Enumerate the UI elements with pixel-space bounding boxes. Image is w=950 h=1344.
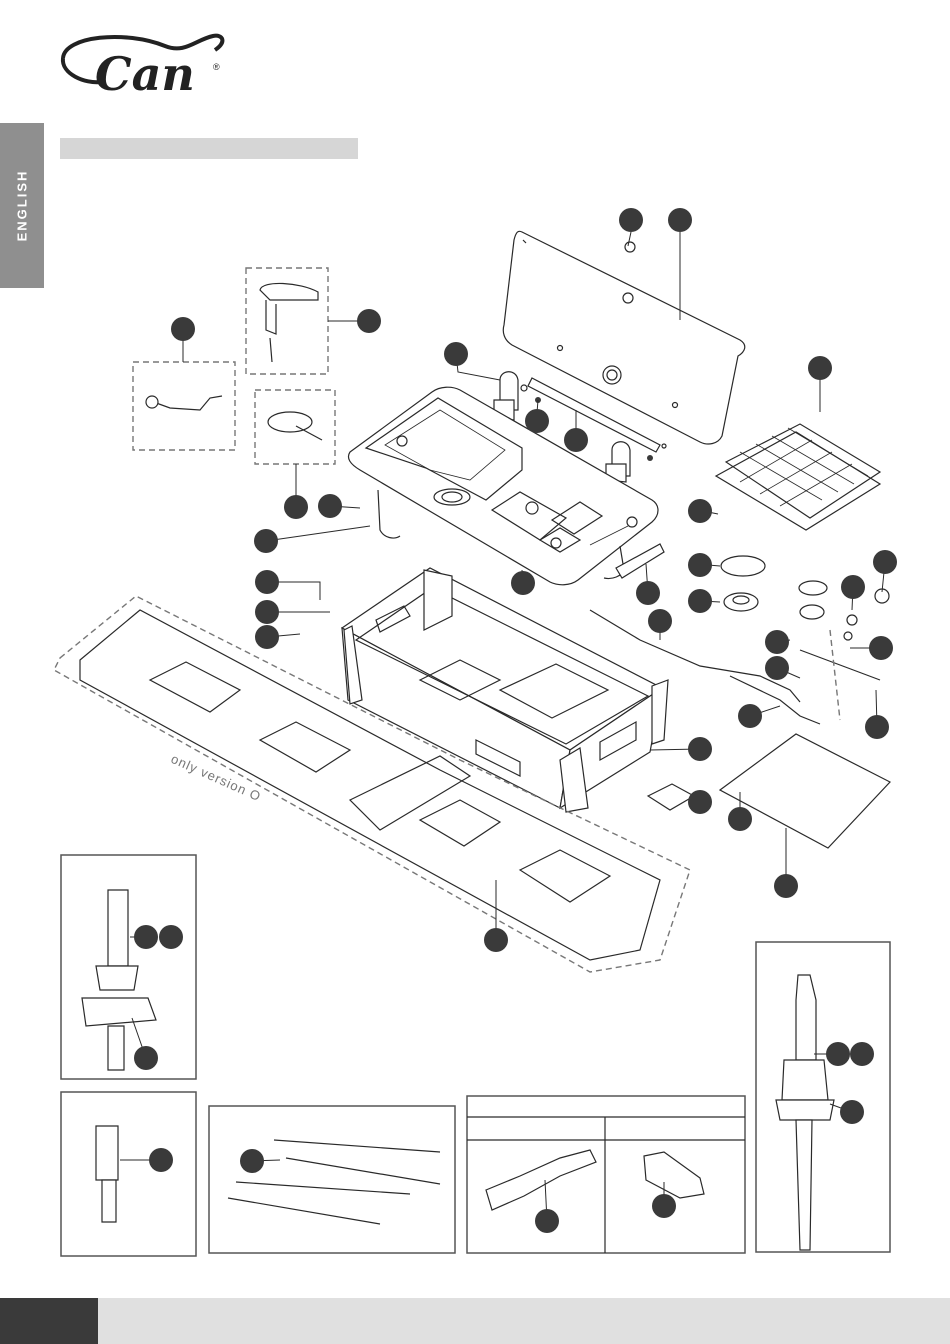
detail-box-3	[209, 1106, 455, 1253]
footer-page-block	[0, 1298, 98, 1344]
small-plate	[648, 784, 694, 810]
mounting-bracket	[616, 544, 664, 578]
detail-box-2	[61, 1092, 196, 1256]
base-plate	[720, 734, 890, 848]
cabinet-frame	[342, 568, 668, 812]
version-note: only version O	[169, 751, 264, 804]
sink-basin	[348, 387, 658, 585]
detail-box-4	[467, 1096, 745, 1253]
footer-bar	[98, 1298, 950, 1344]
pot-grid	[716, 424, 880, 530]
